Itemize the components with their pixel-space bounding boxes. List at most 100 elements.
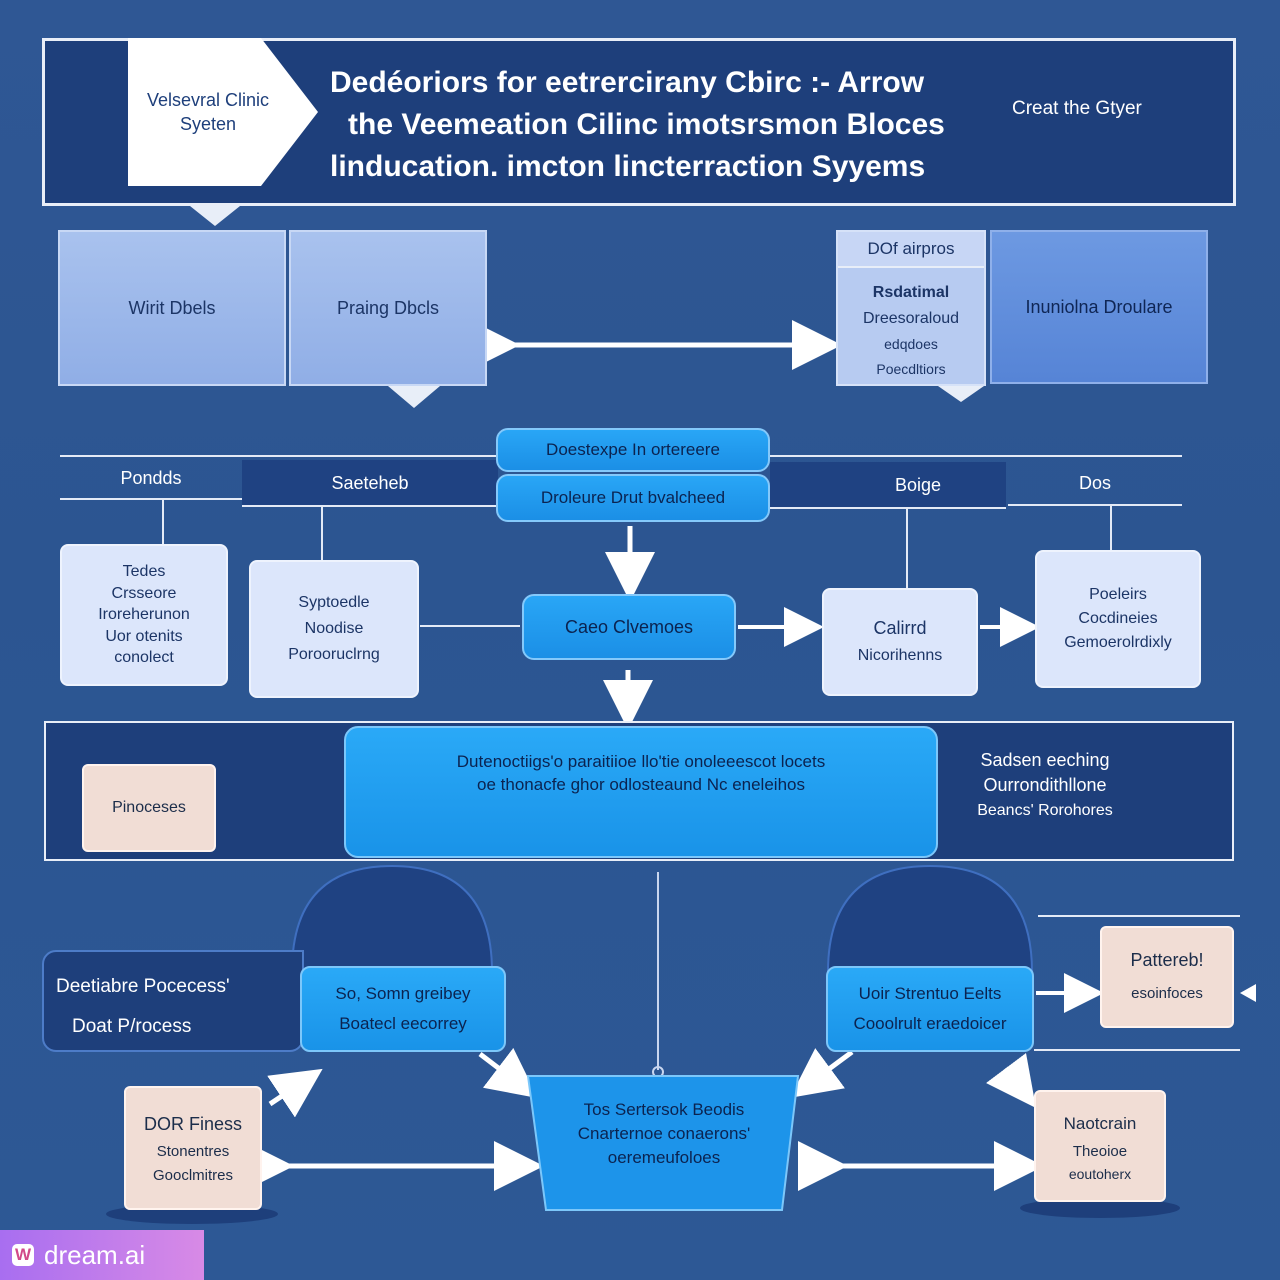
row4-left-tab-line-1: So, Somn greibey [335, 984, 471, 1003]
pill-top-label: Doestexpe In ortereere [546, 439, 720, 459]
row1-block-1: Wirit Dbels [58, 230, 286, 386]
row2-box-4: Poeleirs Cocdineies Gemoerolrdixly [1035, 550, 1201, 688]
bar-3-rule [770, 507, 1006, 509]
row5-center-text: Tos Sertersok Beodis Cnarternoe conaeron… [548, 1098, 780, 1170]
row2-box-2-line-1: Syptoedle [298, 594, 370, 611]
row3-left-box: Pinoceses [82, 764, 216, 852]
row5-right-card: Naotcrain Theoioe eoutoherx [1034, 1090, 1166, 1202]
badge-line-2: Syeten [179, 114, 237, 134]
bar-2-label: Saeteheb [331, 472, 409, 493]
bar-3: Boige [770, 462, 1006, 508]
row1-card-line-4: Poecdltiors [876, 361, 946, 377]
center-pill: Caeo Clvemoes [522, 594, 736, 660]
pointer-triangle-3 [938, 386, 984, 402]
row1-card: DOf airpros Rsdatimal Dreesoraloud edqdo… [836, 230, 986, 386]
row2-box-2-line-3: Porooruclrng [288, 646, 380, 663]
row4-right-card-line-2: esoinfoces [1131, 985, 1203, 1002]
row4-left-tab: So, Somn greibey Boatecl eecorrey [300, 966, 506, 1052]
row1-block-4-label: Inuniolna Droulare [1025, 296, 1173, 317]
row1-card-line-3: edqdoes [884, 336, 938, 352]
row4-right-card-line-1: Pattereb! [1130, 950, 1204, 970]
row1-card-line-2: Dreesoraloud [862, 310, 960, 327]
brand-logo: W [12, 1244, 34, 1266]
row3-center-panel: Dutenoctiigs'o paraitiioe llo'tie onolee… [344, 726, 938, 858]
row4-right-tab-line-1: Uoir Strentuo Eelts [858, 984, 1002, 1003]
row5-left-card: DOR Finess Stonentres Gooclmitres [124, 1086, 262, 1210]
pill-bottom-label: Droleure Drut bvalcheed [540, 487, 726, 507]
right-dome [826, 864, 1034, 973]
right-down-arrow [986, 1053, 1036, 1108]
bar-1-rule [60, 498, 242, 500]
title-line-1: Dedéoriors for eetrercirany Cbirc :- Arr… [330, 66, 925, 99]
row2-box-2-line-2: Noodise [304, 620, 364, 637]
row3-right-text: Sadsen eeching Ourrondithllone Beancs' R… [950, 748, 1140, 823]
row4-right-tab: Uoir Strentuo Eelts Cooolrult eraedoicer [826, 966, 1034, 1052]
row5-left-card-line-2: Stonentres [156, 1143, 230, 1160]
row5-center-line-1: Tos Sertersok Beodis [583, 1100, 745, 1119]
row3-center-line-2: oe thonacfe ghor odlosteaund Nc eneleiho… [477, 775, 805, 794]
row2-box-4-line-2: Cocdineies [1078, 610, 1158, 627]
left-up-arrow [267, 1068, 323, 1118]
row3-left-box-label: Pinoceses [112, 799, 186, 817]
title-line-2: the Veemeation Cilinc imotsrsmon Bloces [348, 108, 945, 141]
row1-card-title: DOf airpros [867, 238, 955, 258]
bar-3-label: Boige [894, 474, 942, 495]
header-right-text: Creat the Gtyer [1012, 98, 1142, 119]
row3-right-line-1: Sadsen eeching [980, 750, 1110, 770]
row3-right-line-3: Beancs' Rorohores [977, 802, 1113, 819]
bar-4-rule [1008, 504, 1182, 506]
right-diag-arrow [789, 1048, 854, 1098]
row4-left-panel: Deetiabre Pocecess' Doat P/rocess [42, 950, 304, 1052]
row2-box-4-line-1: Poeleirs [1089, 586, 1147, 603]
edge-pointer [1240, 984, 1256, 1002]
brand-watermark: W dream.ai [0, 1230, 204, 1280]
center-trapezoid [526, 1075, 800, 1211]
bar-2-rule [242, 505, 498, 507]
center-pill-label: Caeo Clvemoes [564, 616, 694, 637]
bar-1-label: Pondds [120, 467, 182, 488]
pill-bottom: Droleure Drut bvalcheed [496, 474, 770, 522]
left-diag-arrow [478, 1047, 538, 1099]
row2-box-2: Syptoedle Noodise Porooruclrng [249, 560, 419, 698]
brand-name: dream.ai [44, 1239, 146, 1270]
row4-left-panel-line-2: Doat P/rocess [72, 1016, 192, 1037]
row1-block-2: Praing Dbcls [289, 230, 487, 386]
row1-block-4: Inuniolna Droulare [990, 230, 1208, 384]
left-dome [290, 864, 494, 973]
row5-right-card-line-2: Theoioe [1072, 1143, 1128, 1160]
row5-left-card-line-1: DOR Finess [143, 1114, 242, 1134]
row3-right-line-2: Ourrondithllone [983, 775, 1107, 795]
row2-box-3-line-1: Calirrd [873, 618, 927, 638]
row5-center-line-3: oeremeufoloes [607, 1148, 721, 1167]
badge-line-1: Velsevral Clinic [146, 89, 270, 110]
bar-4-label: Dos [1078, 472, 1111, 493]
row2-box-3: Calirrd Nicorihenns [822, 588, 978, 696]
row3-center-line-1: Dutenoctiigs'o paraitiioe llo'tie onolee… [456, 752, 826, 772]
bar-2: Saeteheb [242, 460, 498, 506]
row5-center-line-2: Cnarternoe conaerons' [577, 1124, 751, 1143]
row2-box-1: Tedes Crsseore Iroreherunon Uor otenits … [60, 544, 228, 686]
title-line-3: linducation. imcton lincterraction Syyem… [330, 150, 926, 183]
page-title: Dedéoriors for eetrercirany Cbirc :- Arr… [330, 62, 990, 188]
row1-block-1-label: Wirit Dbels [128, 297, 216, 318]
row2-box-3-line-2: Nicorihenns [857, 647, 943, 664]
pointer-triangle-2 [388, 386, 440, 408]
pill-top: Doestexpe In ortereere [496, 428, 770, 472]
row4-right-card: Pattereb! esoinfoces [1100, 926, 1234, 1028]
shadow-right [1020, 1198, 1180, 1218]
row5-right-card-line-1: Naotcrain [1063, 1114, 1137, 1133]
row4-left-tab-line-2: Boatecl eecorrey [339, 1014, 467, 1033]
pointer-triangle-1 [190, 206, 240, 226]
row1-card-line-1: Rsdatimal [872, 284, 950, 301]
bar-4: Dos [1008, 462, 1182, 504]
row2-box-1-line-2: Crsseore [111, 584, 177, 602]
row2-box-1-line-4: Uor otenits [105, 627, 183, 645]
row2-box-1-line-5: conolect [114, 649, 174, 667]
row2-box-4-line-3: Gemoerolrdixly [1064, 634, 1172, 651]
row2-box-1-line-1: Tedes [122, 563, 166, 581]
bar-1: Pondds [60, 458, 242, 498]
row1-block-2-label: Praing Dbcls [336, 297, 440, 318]
row2-box-1-line-3: Iroreherunon [98, 606, 190, 624]
row4-left-panel-line-1: Deetiabre Pocecess' [56, 976, 230, 997]
row5-left-card-line-3: Gooclmitres [152, 1167, 234, 1184]
